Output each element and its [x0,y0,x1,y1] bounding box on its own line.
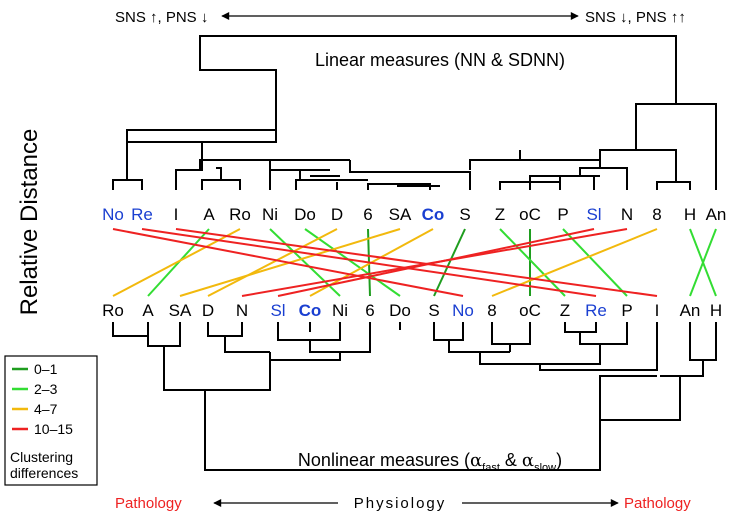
top-leaf: D [331,205,343,224]
connection-line-re [141,228,597,297]
bottom-tree-title: Nonlinear measures (αfast & αslow) [298,450,562,474]
bottom-arrow-right-label: Pathology [624,495,691,512]
top-leaf: P [557,205,568,224]
top-leaf: No [102,205,124,224]
top-leaf: SA [389,205,412,224]
bottom-dendrogram [112,322,717,471]
top-tree-title: Linear measures (NN & SDNN) [315,50,565,70]
bottom-leaf: Z [560,301,570,320]
bottom-leaf: H [710,301,722,320]
top-leaf: A [203,205,215,224]
bottom-leaf: oC [519,301,541,320]
top-leaf: H [684,205,696,224]
bottom-title-main: Nonlinear measures ( [298,450,470,470]
legend-caption-line2: differences [10,465,78,481]
bottom-leaf: 8 [487,301,496,320]
legend-item-label: 2–3 [34,381,58,397]
connection-line-do [304,228,401,297]
top-dendrogram [112,35,717,190]
bottom-title-amp: & [500,450,522,470]
top-leaf: Do [294,205,316,224]
connection-line-p [562,228,628,297]
top-leaf: Re [131,205,153,224]
connection-line-z [499,228,566,297]
bottom-arrow-center-label: Physiology [354,495,447,512]
bottom-leaf: I [655,301,660,320]
bottom-leaf: Ni [332,301,348,320]
bottom-leaf: Sl [270,301,285,320]
legend-item-label: 0–1 [34,361,58,377]
alpha-symbol-2: α [522,450,534,471]
top-arrow-left-label: SNS ↑, PNS ↓ [115,9,208,26]
bottom-leaf: S [428,301,439,320]
bottom-leaf: Do [389,301,411,320]
bottom-leaf: An [680,301,701,320]
clustering-difference-lines [112,228,717,297]
bottom-leaf: No [452,301,474,320]
bottom-leaf: Re [585,301,607,320]
alpha-symbol: α [470,450,482,471]
connection-line-s [433,228,466,297]
top-leaf: 8 [652,205,661,224]
top-leaf: Co [422,205,445,224]
connection-line-sl [277,228,595,297]
bottom-leaf-labels: Ro A SA D N Sl Co Ni 6 Do S No 8 oC Z Re P I An H [102,301,722,320]
alpha-fast-subscript: fast [482,462,500,474]
bottom-leaf: SA [169,301,192,320]
top-leaf: N [621,205,633,224]
connection-line-an [689,228,717,297]
alpha-slow-subscript: slow [534,462,556,474]
top-leaf: Sl [586,205,601,224]
y-axis-label: Relative Distance [16,129,43,316]
bottom-leaf: Ro [102,301,124,320]
connection-line-ro [112,228,241,297]
bottom-leaf: N [236,301,248,320]
bottom-leaf: D [202,301,214,320]
legend-item-label: 4–7 [34,401,58,417]
top-arrow-right-label: SNS ↓, PNS ↑↑ [585,9,686,26]
bottom-leaf: Co [299,301,322,320]
bottom-arrow-left-label: Pathology [115,495,182,512]
top-leaf: An [706,205,727,224]
bottom-leaf: A [142,301,154,320]
connection-line-no [112,228,464,297]
legend-item-label: 10–15 [34,421,73,437]
top-leaf: Ni [262,205,278,224]
top-leaf: 6 [363,205,372,224]
top-leaf: S [459,205,470,224]
bottom-title-close: ) [556,450,562,470]
legend: 0–1 2–3 4–7 10–15 Clustering differences [4,355,98,486]
top-leaf: Z [495,205,505,224]
top-leaf: Ro [229,205,251,224]
connection-line-i [175,228,658,297]
legend-box [4,355,98,486]
top-leaf: I [174,205,179,224]
bottom-leaf: P [621,301,632,320]
bottom-leaf: 6 [365,301,374,320]
legend-caption-line1: Clustering [10,449,73,465]
top-leaf: oC [519,205,541,224]
connection-line-d [207,228,338,297]
